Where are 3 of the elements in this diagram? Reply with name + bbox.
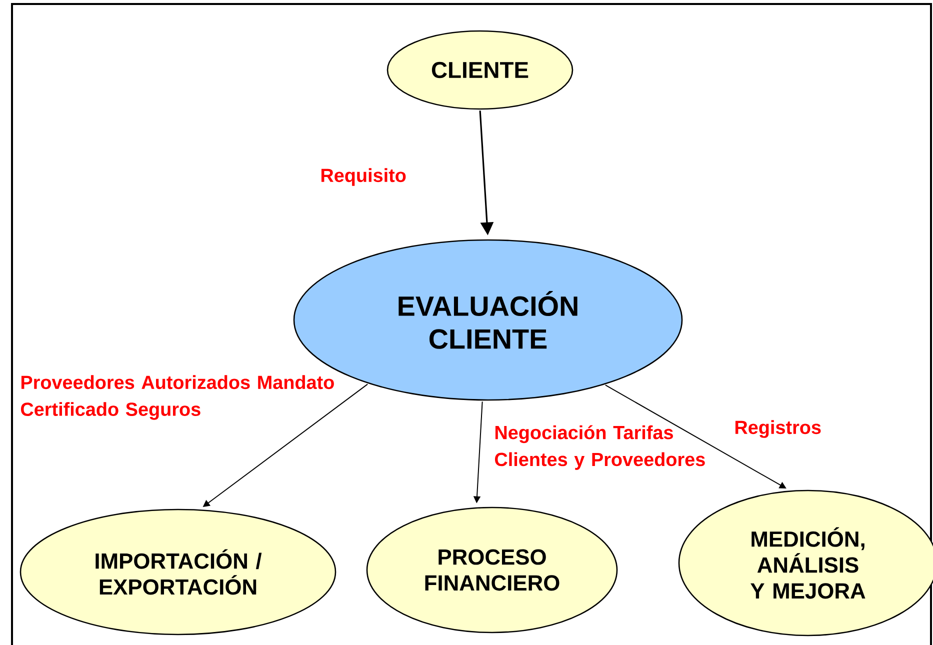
edge-label: Registros (735, 420, 821, 438)
edge-label: Negociación Tarifas Clientes y Proveedores (494, 425, 705, 470)
edge-label: Requisito (321, 168, 406, 186)
